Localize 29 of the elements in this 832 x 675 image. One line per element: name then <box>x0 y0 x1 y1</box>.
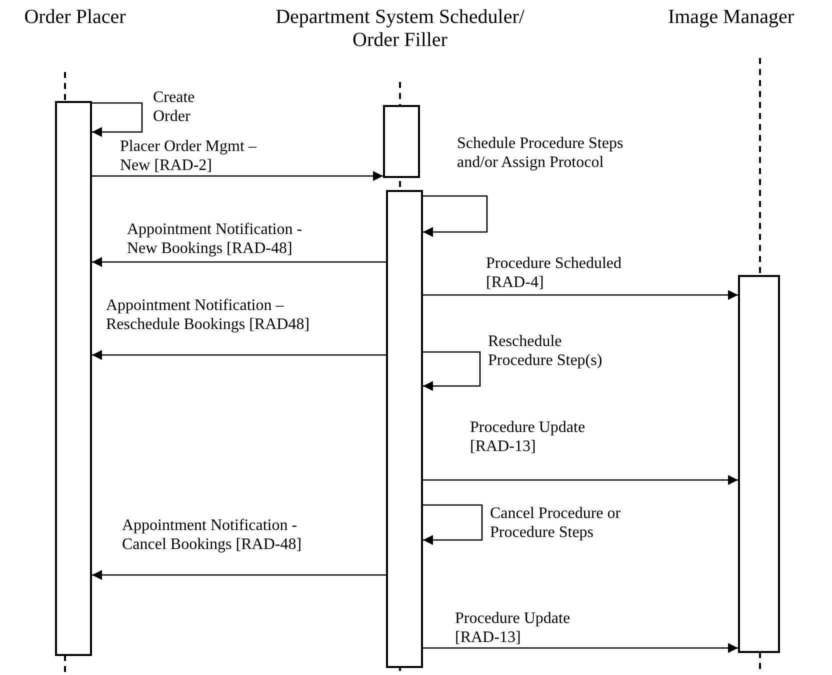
lifeline-title: Image Manager <box>666 6 796 29</box>
message-arrow <box>92 171 383 181</box>
message-arrow <box>423 643 738 653</box>
message-arrow <box>92 570 386 580</box>
lifeline-title: Order Placer <box>23 6 127 29</box>
activation-bar <box>738 275 780 653</box>
edge-label: Reschedule Procedure Step(s) <box>488 332 604 370</box>
edge-label: Procedure Update [RAD-13] <box>470 418 586 456</box>
message-arrow <box>92 350 386 360</box>
message-arrow <box>423 290 738 300</box>
edge-label: Procedure Update [RAD-13] <box>455 609 572 647</box>
edge-label: Appointment Notification – Reschedule Bookings [RAD48] <box>106 296 311 334</box>
edge-label: Schedule Procedure Steps and/or Assign Protocol <box>457 134 624 172</box>
edge-label: Appointment Notification - Cancel Bookings [RAD-48] <box>122 516 303 554</box>
edge-label: Create Order <box>153 88 196 126</box>
message-arrow <box>423 475 738 485</box>
message-arrow <box>92 102 143 137</box>
lifeline-title: Department System Scheduler/ Order Filler <box>274 6 526 52</box>
edge-label: Cancel Procedure or Procedure Steps <box>490 504 622 542</box>
activation-bar <box>55 101 92 656</box>
edge-label: Appointment Notification - New Bookings [RAD-48] <box>127 220 304 258</box>
edge-label: Procedure Scheduled [RAD-4] <box>486 254 623 292</box>
message-arrow <box>423 195 488 237</box>
message-arrow <box>423 351 481 391</box>
activation-bar <box>386 190 423 668</box>
message-arrow <box>423 504 483 545</box>
message-arrow <box>92 257 386 267</box>
activation-bar <box>383 105 420 178</box>
edge-label: Placer Order Mgmt – New [RAD-2] <box>120 137 258 175</box>
